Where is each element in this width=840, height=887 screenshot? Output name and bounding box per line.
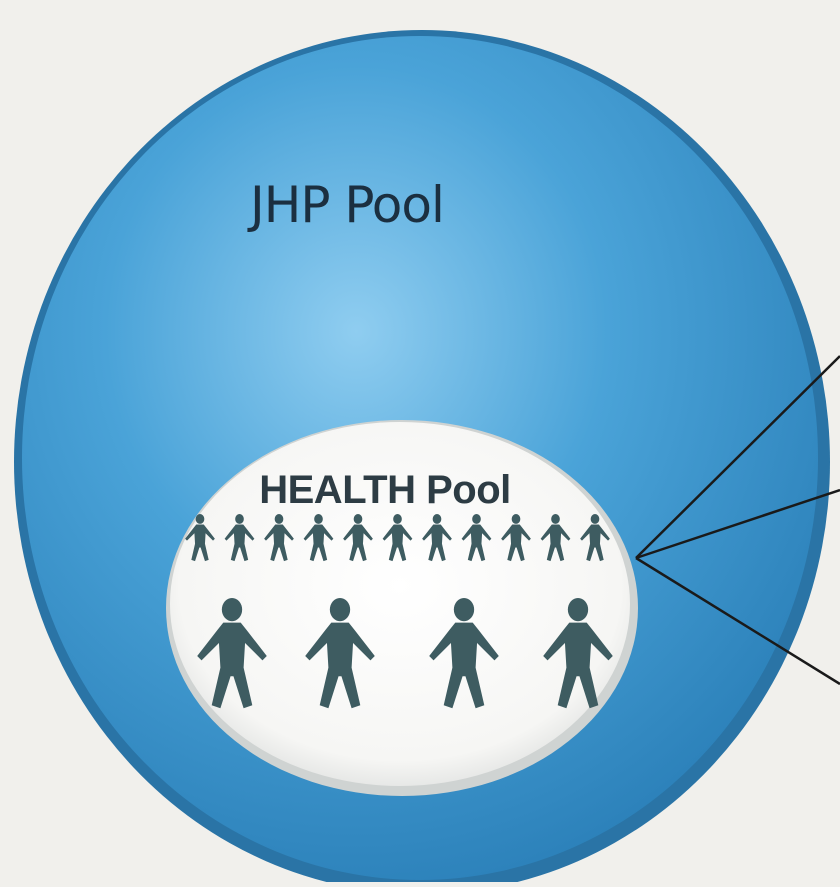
outer-pool-label: JHP Pool [250, 176, 445, 234]
small-person-figure [303, 514, 334, 562]
inner-pool-circle [170, 422, 630, 786]
small-person-figure [224, 514, 255, 562]
small-person-figure [461, 514, 492, 562]
large-person-figure [197, 598, 267, 709]
large-person-figure [305, 598, 375, 709]
callout-line-top [635, 355, 840, 559]
small-person-figure [264, 514, 294, 562]
small-person-figure [580, 514, 610, 562]
callout-line-bottom [635, 556, 840, 686]
callout-lines [635, 355, 840, 686]
small-person-figure [343, 514, 373, 562]
small-person-figure [501, 514, 531, 562]
large-people-row [197, 598, 613, 709]
small-person-figure [422, 514, 452, 562]
large-person-figure [543, 598, 613, 709]
small-person-figure [540, 514, 571, 562]
small-people-row [185, 514, 610, 562]
large-person-figure [429, 598, 499, 709]
small-person-figure [185, 514, 215, 562]
inner-pool-label: HEALTH Pool [259, 468, 511, 512]
callout-line-middle [635, 488, 840, 560]
small-person-figure [382, 514, 413, 562]
